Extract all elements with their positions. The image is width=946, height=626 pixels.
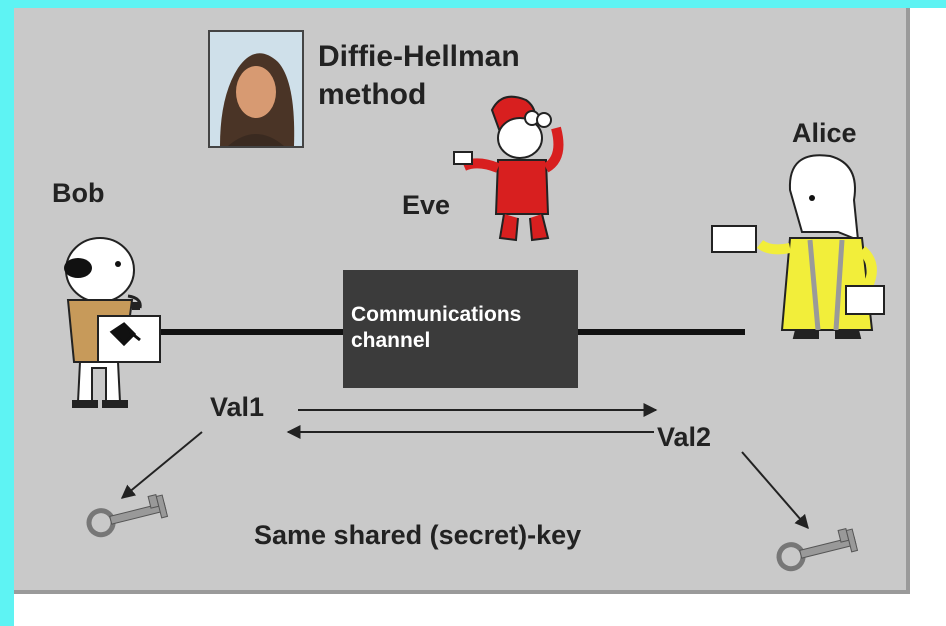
alice-character	[711, 154, 885, 339]
diagram-title-line1: Diffie-Hellman	[318, 40, 520, 73]
arrow-val1-to-key	[120, 431, 203, 499]
communications-channel-box: Communications channel	[343, 270, 578, 388]
channel-label-line1: Communications	[351, 303, 522, 326]
diagram-title-line2: method	[318, 78, 427, 111]
key-icon	[776, 527, 859, 572]
channel-label-line2: channel	[351, 329, 431, 352]
key-icon	[86, 493, 169, 538]
frame-cyan-top	[0, 0, 946, 8]
eve-character	[453, 95, 564, 242]
frame-cyan-left	[0, 0, 14, 626]
shared-key-label: Same shared (secret)-key	[254, 520, 582, 550]
val1-label: Val1	[210, 392, 265, 422]
alice-label: Alice	[792, 118, 857, 148]
eve-label: Eve	[402, 190, 451, 220]
bob-character	[64, 237, 161, 408]
bob-label: Bob	[52, 178, 105, 208]
arrow-val2-to-key	[741, 451, 809, 530]
portrait-photo	[208, 30, 304, 148]
val2-label: Val2	[657, 422, 712, 452]
